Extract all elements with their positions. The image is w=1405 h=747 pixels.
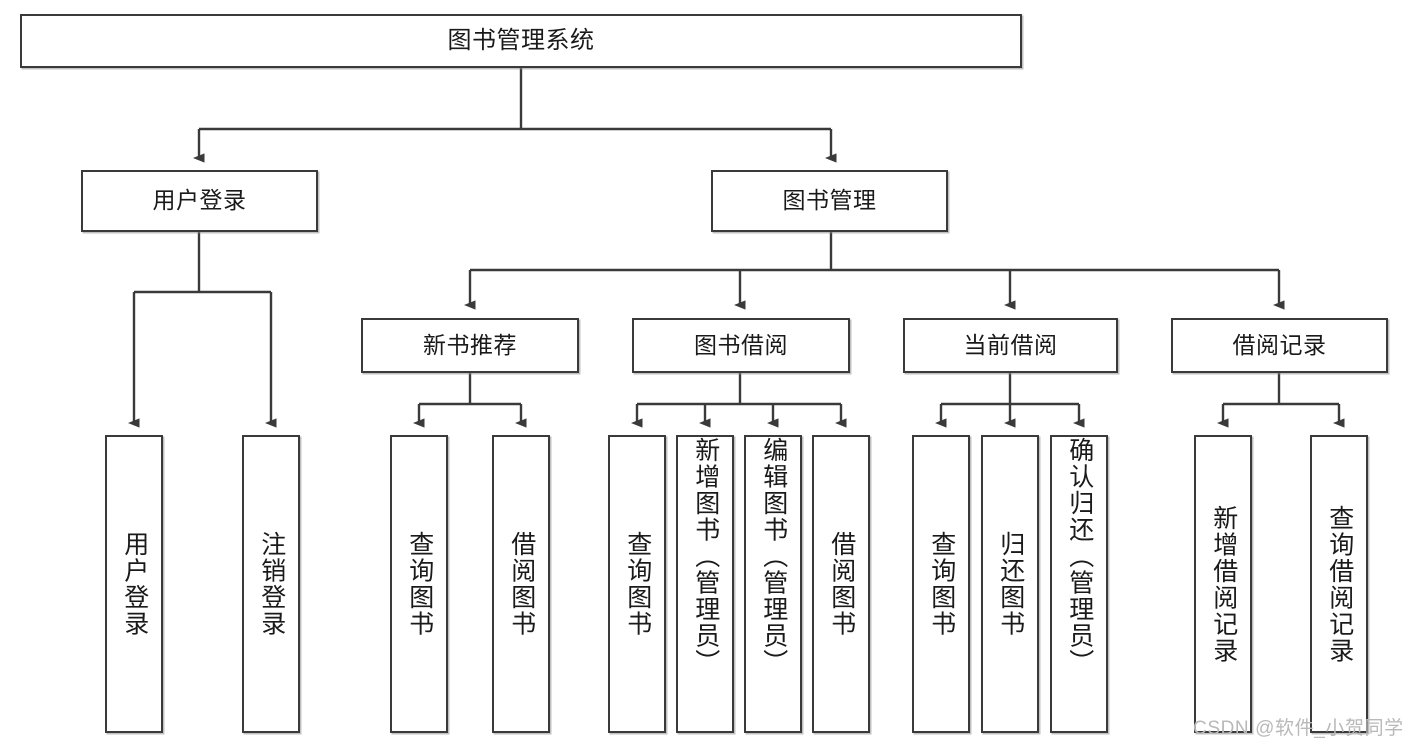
leaf-current-borrow-return[interactable]: 归还图书	[981, 435, 1039, 733]
node-label: 图书管理	[782, 187, 877, 214]
leaf-borrow-record-query[interactable]: 查询借阅记录	[1310, 435, 1368, 733]
leaf-book-borrow-query[interactable]: 查询图书	[608, 435, 666, 733]
node-user-login[interactable]: 用户登录	[81, 170, 318, 232]
node-new-book-recommend[interactable]: 新书推荐	[361, 318, 579, 373]
node-book-management[interactable]: 图书管理	[711, 170, 948, 232]
node-label: 新增借阅记录	[1209, 504, 1238, 664]
leaf-book-borrow-add[interactable]: 新增图书（管理员）	[676, 435, 734, 733]
node-label: 查询图书	[623, 531, 652, 637]
node-current-borrow[interactable]: 当前借阅	[903, 318, 1118, 373]
node-label: 图书管理系统	[447, 26, 595, 54]
node-label: 注销登录	[257, 531, 286, 637]
node-borrow-record[interactable]: 借阅记录	[1171, 318, 1388, 373]
node-label: 借阅图书	[827, 531, 856, 637]
node-label: 归还图书	[996, 531, 1025, 637]
leaf-user-login-logout[interactable]: 注销登录	[242, 435, 300, 733]
node-label: 新增图书（管理员）	[691, 437, 720, 676]
node-label: 借阅记录	[1232, 331, 1327, 358]
leaf-borrow-record-add[interactable]: 新增借阅记录	[1194, 435, 1252, 733]
node-label: 新书推荐	[423, 331, 517, 358]
leaf-user-login-login[interactable]: 用户登录	[105, 435, 163, 733]
watermark-text: CSDN @软件_小贺同学	[1193, 718, 1404, 739]
leaf-new-book-query[interactable]: 查询图书	[390, 435, 448, 733]
node-label: 当前借阅	[963, 331, 1058, 358]
leaf-new-book-borrow[interactable]: 借阅图书	[492, 435, 550, 733]
leaf-book-borrow-edit[interactable]: 编辑图书（管理员）	[744, 435, 802, 733]
leaf-current-borrow-query[interactable]: 查询图书	[912, 435, 970, 733]
node-label: 图书借阅	[694, 331, 788, 358]
node-label: 编辑图书（管理员）	[759, 437, 788, 676]
node-label: 查询借阅记录	[1325, 504, 1354, 664]
leaf-book-borrow-borrow[interactable]: 借阅图书	[812, 435, 870, 733]
node-label: 确认归还（管理员）	[1065, 437, 1094, 676]
node-label: 用户登录	[120, 531, 149, 637]
node-label: 借阅图书	[507, 531, 536, 637]
node-label: 查询图书	[405, 531, 434, 637]
node-label: 查询图书	[927, 531, 956, 637]
node-book-borrow[interactable]: 图书借阅	[632, 318, 850, 373]
node-root-system[interactable]: 图书管理系统	[20, 14, 1022, 68]
node-label: 用户登录	[152, 187, 247, 214]
leaf-current-borrow-confirm-return[interactable]: 确认归还（管理员）	[1050, 435, 1108, 733]
